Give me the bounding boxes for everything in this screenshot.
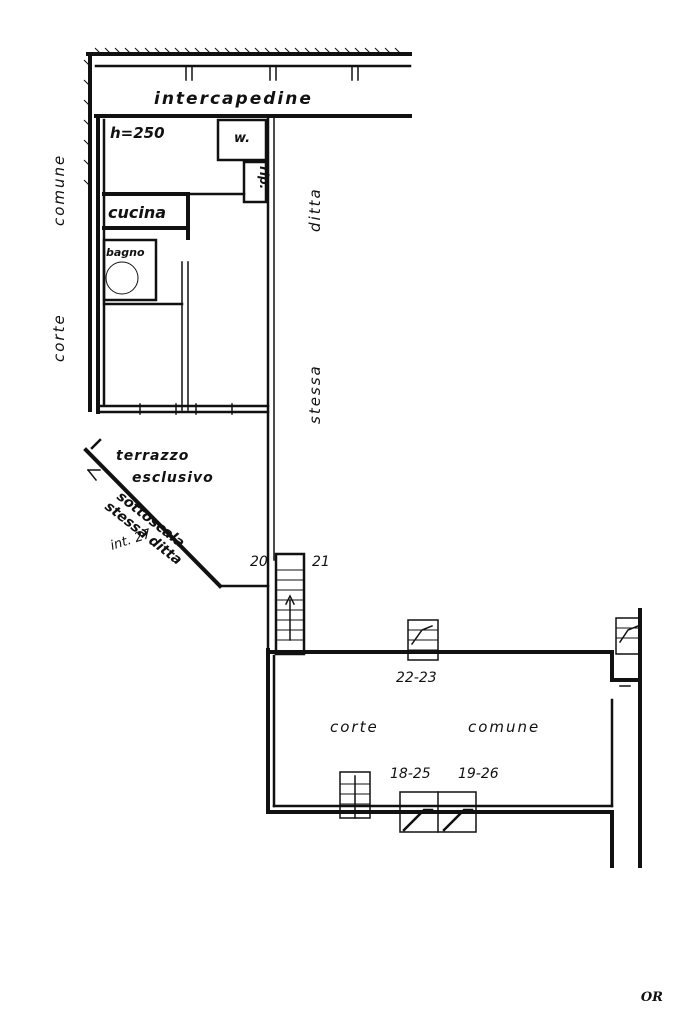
label-terrazzo: terrazzo [116,448,189,464]
label-ditta: ditta [306,187,324,232]
label-esclusivo: esclusivo [132,470,214,486]
label-intercapedine: intercapedine [154,89,313,109]
terrace [83,438,270,589]
label-corte-left: corte [50,313,68,362]
label-comune-left: comune [50,154,68,226]
corner-mark: OR [640,990,663,1005]
label-wc: w. [234,131,250,146]
label-height: h=250 [110,124,165,142]
hatched-boundary [83,47,412,412]
stair-right [615,617,641,655]
apartment-walls [96,114,275,652]
label-22-23: 22-23 [396,670,437,686]
label-ripostiglio: rip. [257,166,271,189]
label-21: 21 [312,554,330,570]
stair-22-23 [407,619,439,661]
label-20: 20 [250,554,268,570]
courtyard [266,608,642,868]
label-18-25: 18-25 [390,766,431,782]
label-corte-bottom: corte [330,718,379,736]
stair-20-21 [274,552,306,656]
label-cucina: cucina [108,203,166,222]
intercapedine-corridor [94,64,412,118]
label-stessa: stessa [306,364,324,424]
stairs-18-25-19-26 [339,771,477,833]
label-19-26: 19-26 [458,766,499,782]
label-comune-bottom: comune [468,718,540,736]
label-bagno: bagno [106,246,145,259]
